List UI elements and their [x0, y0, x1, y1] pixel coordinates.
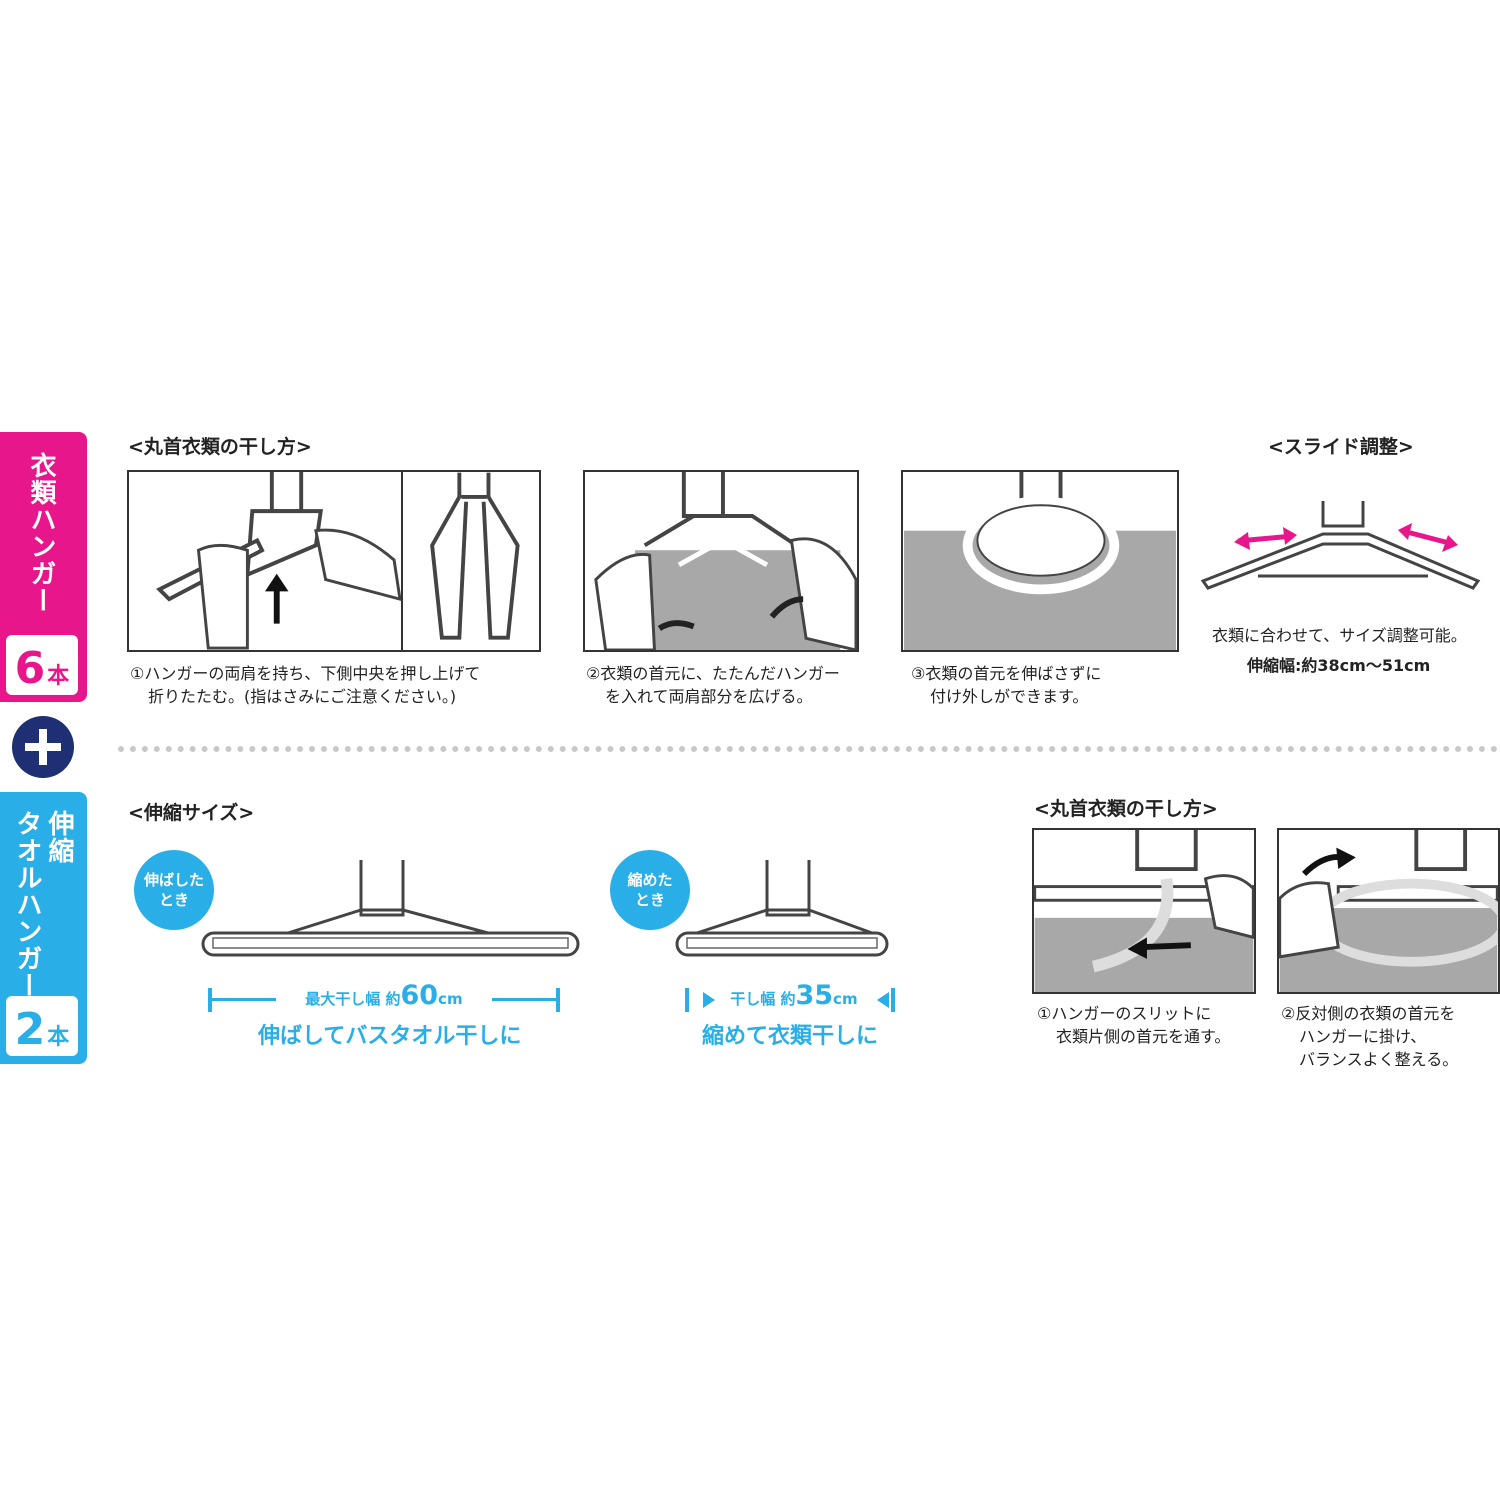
section3-heading: <丸首衣類の干し方>	[1034, 798, 1218, 820]
slide-heading: <スライド調整>	[1268, 436, 1414, 458]
extended-hanger-illustration	[201, 860, 580, 957]
tab-towel-hanger-count: 2	[14, 1004, 46, 1055]
extended-dimension: 最大干し幅 約60cm	[208, 980, 560, 1012]
tab-clothes-hanger-label: 衣類ハンガー	[26, 452, 56, 614]
extended-bubble-line2: とき	[158, 891, 189, 909]
towel-step1-caption-line1: ①ハンガーのスリットに	[1037, 1004, 1212, 1023]
extended-dim-prefix: 最大干し幅 約	[305, 990, 401, 1008]
extended-bubble: 伸ばした とき	[134, 850, 214, 930]
section1-heading: <丸首衣類の干し方>	[128, 436, 312, 458]
dim-left-line	[212, 998, 276, 1001]
tab-towel-hanger-label-2: タオルハンガー	[12, 810, 42, 999]
tab-clothes-hanger-unit: 本	[47, 664, 70, 689]
dim-right-line	[491, 998, 556, 1001]
retracted-dimension: 干し幅 約35cm	[685, 980, 895, 1012]
step3-panel	[901, 470, 1179, 652]
retracted-dim-value: 35	[795, 980, 834, 1011]
dim-right-bar	[555, 987, 560, 1012]
tab-towel-hanger: 伸縮 タオルハンガー 2 本	[0, 792, 87, 1064]
towel-step2-caption-line2: ハンガーに掛け、	[1299, 1027, 1427, 1046]
plus-icon	[12, 716, 74, 778]
extended-dim-unit: cm	[438, 990, 463, 1008]
tab-towel-hanger-count-box: 2 本	[6, 996, 78, 1056]
dim2-left-arrow	[703, 991, 715, 1008]
hanger-folding-illustration	[156, 472, 401, 650]
tab-towel-hanger-unit: 本	[47, 1025, 70, 1050]
extended-title: 伸ばしてバスタオル干しに	[258, 1024, 522, 1049]
tab-towel-hanger-label-1: 伸縮	[44, 810, 74, 864]
step1-caption-line1: ①ハンガーの両肩を持ち、下側中央を押し上げて	[130, 664, 481, 683]
extended-bubble-line1: 伸ばした	[143, 871, 204, 889]
retracted-bubble-line1: 縮めた	[627, 871, 673, 889]
tab-clothes-hanger-count-box: 6 本	[6, 635, 78, 695]
balance-adjust-illustration	[1279, 830, 1498, 992]
tab-clothes-hanger: 衣類ハンガー 6 本	[0, 432, 87, 702]
step2-caption-line2: を入れて両肩部分を広げる。	[605, 687, 813, 706]
dim2-left-bar	[685, 987, 689, 1012]
extended-dim-value: 60	[400, 980, 439, 1011]
step1-panel-b	[401, 470, 541, 652]
dotted-separator	[118, 746, 1498, 752]
retracted-dim-unit: cm	[833, 990, 858, 1008]
section2-heading: <伸縮サイズ>	[128, 802, 255, 824]
retracted-title: 縮めて衣類干しに	[702, 1024, 879, 1049]
shirt-on-hanger-illustration	[904, 472, 1176, 650]
step1-caption-line2: 折りたたむ。(指はさみにご注意ください。)	[148, 687, 457, 706]
retracted-hanger-illustration	[675, 860, 889, 957]
slide-caption-line1: 衣類に合わせて、サイズ調整可能。	[1212, 626, 1467, 645]
step2-caption-line1: ②衣類の首元に、たたんだハンガー	[586, 664, 840, 683]
slide-hanger-illustration	[1200, 501, 1481, 590]
dim2-right-bar	[890, 987, 895, 1012]
dim-left-bar	[208, 987, 212, 1012]
towel-step1-caption-line2: 衣類片側の首元を通す。	[1056, 1027, 1231, 1046]
hanger-in-shirt-illustration	[594, 472, 857, 650]
step1-panel-a	[127, 470, 403, 652]
retracted-bubble-line2: とき	[634, 891, 665, 909]
dim2-right-arrow	[876, 991, 889, 1008]
towel-step2-caption-line3: バランスよく整える。	[1299, 1050, 1459, 1069]
step2-panel	[583, 470, 859, 652]
retracted-bubble: 縮めた とき	[610, 850, 690, 930]
towel-step1-panel	[1032, 828, 1256, 994]
slide-caption-line2: 伸縮幅:約38cm〜51cm	[1247, 656, 1431, 675]
step3-caption-line1: ③衣類の首元を伸ばさずに	[911, 664, 1102, 683]
slit-threading-illustration	[1034, 830, 1254, 992]
step3-caption-line2: 付け外しができます。	[930, 687, 1089, 706]
tab-clothes-hanger-count: 6	[14, 643, 46, 694]
folded-hanger-illustration	[430, 472, 520, 640]
towel-step2-panel	[1277, 828, 1500, 994]
towel-step2-caption-line1: ②反対側の衣類の首元を	[1281, 1004, 1456, 1023]
retracted-dim-prefix: 干し幅 約	[730, 990, 796, 1008]
